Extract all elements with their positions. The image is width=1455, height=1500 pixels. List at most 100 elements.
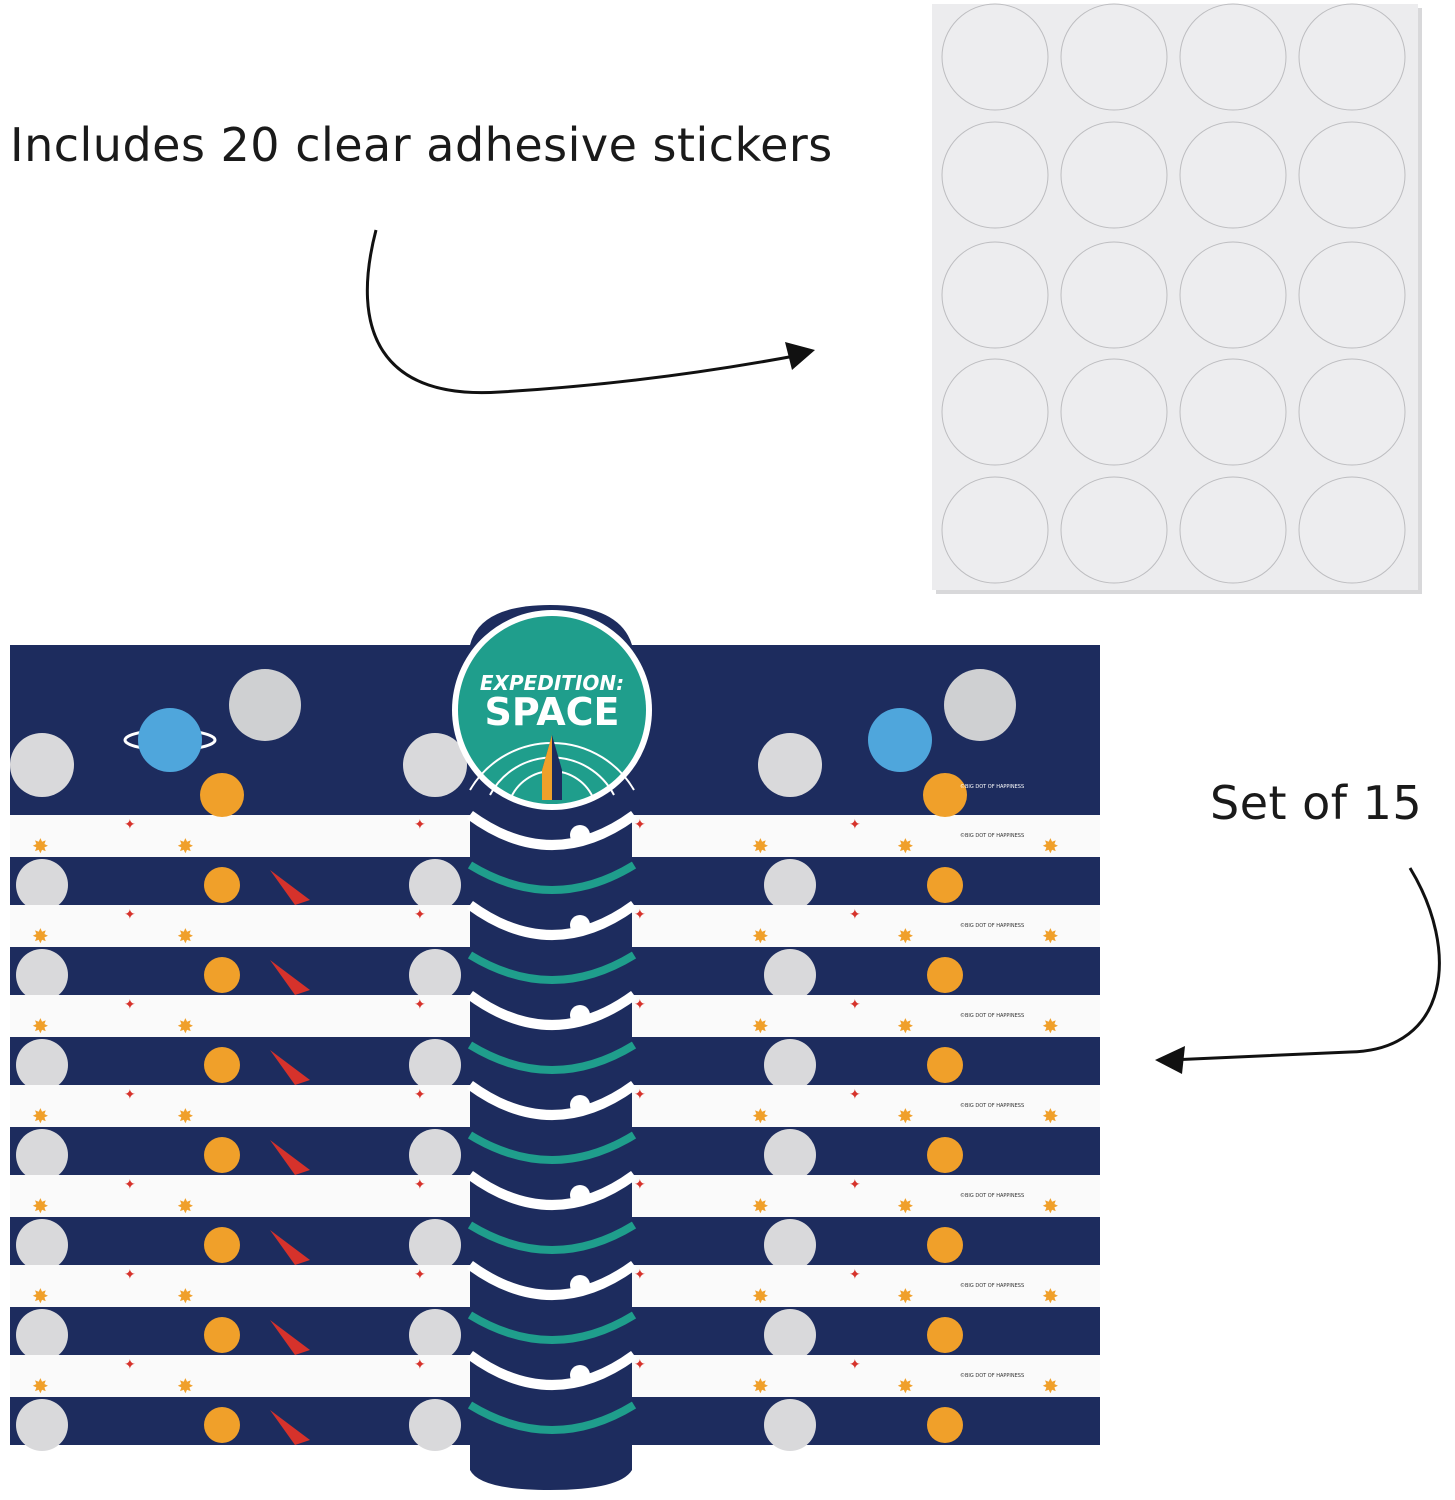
svg-text:✦: ✦ <box>849 1267 861 1283</box>
svg-text:©BIG DOT OF HAPPINESS: ©BIG DOT OF HAPPINESS <box>960 1372 1024 1379</box>
svg-text:✸: ✸ <box>177 1374 194 1398</box>
svg-text:✸: ✸ <box>1042 1284 1059 1308</box>
svg-text:✸: ✸ <box>32 1194 49 1218</box>
svg-text:✸: ✸ <box>897 1374 914 1398</box>
svg-text:✸: ✸ <box>32 1104 49 1128</box>
svg-text:✸: ✸ <box>897 1104 914 1128</box>
arrow-to-stickers <box>365 229 801 395</box>
svg-text:✸: ✸ <box>1042 1194 1059 1218</box>
set-caption: Set of 15 <box>1210 776 1423 830</box>
svg-text:✦: ✦ <box>124 1357 136 1373</box>
svg-text:✦: ✦ <box>414 817 426 833</box>
svg-text:✸: ✸ <box>752 1014 769 1038</box>
svg-text:✸: ✸ <box>32 1014 49 1038</box>
svg-text:©BIG DOT OF HAPPINESS: ©BIG DOT OF HAPPINESS <box>960 922 1024 929</box>
svg-text:✸: ✸ <box>32 924 49 948</box>
svg-text:✸: ✸ <box>177 1194 194 1218</box>
svg-text:✸: ✸ <box>897 834 914 858</box>
svg-text:✸: ✸ <box>177 834 194 858</box>
svg-text:✦: ✦ <box>414 1177 426 1193</box>
svg-text:©BIG DOT OF HAPPINESS: ©BIG DOT OF HAPPINESS <box>960 783 1024 790</box>
arrowhead-icon <box>1155 1046 1185 1074</box>
svg-text:✸: ✸ <box>752 924 769 948</box>
svg-text:✸: ✸ <box>752 1194 769 1218</box>
sticker-circle <box>1060 476 1168 584</box>
sticker-circle <box>1060 121 1168 229</box>
wrapper-stack: ✸ ✸ ✸ ✸ ✸ ✦ ✦ ✦ ✦ ©BIG DOT OF HAPPINESS ✸ ✸ ✸ ✸ ✸ ✦ ✦ ✦ ✦ ©… <box>10 605 1100 1490</box>
svg-text:✸: ✸ <box>32 834 49 858</box>
svg-text:✸: ✸ <box>752 834 769 858</box>
svg-text:✦: ✦ <box>849 997 861 1013</box>
svg-text:✸: ✸ <box>752 1374 769 1398</box>
sticker-circle <box>1298 3 1406 111</box>
sticker-circle <box>1060 241 1168 349</box>
svg-text:✦: ✦ <box>849 817 861 833</box>
svg-text:✸: ✸ <box>32 1284 49 1308</box>
svg-text:✦: ✦ <box>634 997 646 1013</box>
svg-text:✦: ✦ <box>634 1267 646 1283</box>
sticker-circle <box>1298 476 1406 584</box>
svg-text:✦: ✦ <box>849 1177 861 1193</box>
svg-text:✸: ✸ <box>752 1104 769 1128</box>
svg-text:©BIG DOT OF HAPPINESS: ©BIG DOT OF HAPPINESS <box>960 1192 1024 1199</box>
svg-text:✸: ✸ <box>177 1014 194 1038</box>
sticker-sheet <box>932 3 1422 594</box>
svg-text:©BIG DOT OF HAPPINESS: ©BIG DOT OF HAPPINESS <box>960 832 1024 839</box>
sticker-circle <box>941 3 1049 111</box>
sticker-circle <box>1298 241 1406 349</box>
svg-text:©BIG DOT OF HAPPINESS: ©BIG DOT OF HAPPINESS <box>960 1012 1024 1019</box>
svg-text:✦: ✦ <box>414 907 426 923</box>
svg-text:✦: ✦ <box>124 1177 136 1193</box>
svg-text:EXPEDITION:: EXPEDITION: <box>480 671 624 695</box>
svg-text:✸: ✸ <box>177 924 194 948</box>
svg-text:✸: ✸ <box>1042 1014 1059 1038</box>
sticker-circle <box>1179 3 1287 111</box>
svg-text:✸: ✸ <box>1042 1104 1059 1128</box>
arrow-to-wrappers <box>1169 867 1441 1062</box>
sticker-circle <box>941 121 1049 229</box>
svg-text:✸: ✸ <box>752 1284 769 1308</box>
svg-text:✸: ✸ <box>897 924 914 948</box>
svg-text:✦: ✦ <box>124 1087 136 1103</box>
svg-text:✦: ✦ <box>634 1177 646 1193</box>
svg-text:©BIG DOT OF HAPPINESS: ©BIG DOT OF HAPPINESS <box>960 1282 1024 1289</box>
sticker-circle <box>941 241 1049 349</box>
svg-text:✦: ✦ <box>414 1357 426 1373</box>
svg-text:✦: ✦ <box>634 1357 646 1373</box>
svg-text:✦: ✦ <box>414 1087 426 1103</box>
arrowhead-icon <box>785 342 815 370</box>
svg-text:✸: ✸ <box>1042 834 1059 858</box>
svg-text:✦: ✦ <box>849 907 861 923</box>
sticker-circle <box>1179 121 1287 229</box>
svg-text:✦: ✦ <box>634 817 646 833</box>
svg-text:✸: ✸ <box>897 1014 914 1038</box>
svg-text:©BIG DOT OF HAPPINESS: ©BIG DOT OF HAPPINESS <box>960 1102 1024 1109</box>
sticker-circle <box>941 358 1049 466</box>
sticker-circle <box>1060 358 1168 466</box>
sticker-circle <box>941 476 1049 584</box>
svg-text:✦: ✦ <box>124 997 136 1013</box>
svg-text:✸: ✸ <box>1042 1374 1059 1398</box>
expedition-space-logo: EXPEDITION: SPACE <box>452 610 652 810</box>
stickers-caption: Includes 20 clear adhesive stickers <box>10 118 833 172</box>
svg-text:✸: ✸ <box>177 1104 194 1128</box>
svg-text:✸: ✸ <box>32 1374 49 1398</box>
sticker-circle <box>1179 358 1287 466</box>
sticker-circle <box>1298 358 1406 466</box>
svg-text:✦: ✦ <box>849 1087 861 1103</box>
svg-text:✦: ✦ <box>634 1087 646 1103</box>
svg-text:✦: ✦ <box>414 997 426 1013</box>
svg-text:✸: ✸ <box>897 1194 914 1218</box>
sticker-circle <box>1179 241 1287 349</box>
svg-text:✦: ✦ <box>124 1267 136 1283</box>
svg-text:✦: ✦ <box>124 907 136 923</box>
svg-text:✦: ✦ <box>414 1267 426 1283</box>
svg-text:✸: ✸ <box>897 1284 914 1308</box>
svg-text:✸: ✸ <box>177 1284 194 1308</box>
svg-text:SPACE: SPACE <box>485 690 620 734</box>
svg-text:✦: ✦ <box>634 907 646 923</box>
svg-text:✸: ✸ <box>1042 924 1059 948</box>
svg-text:✦: ✦ <box>124 817 136 833</box>
sticker-circle <box>1060 3 1168 111</box>
